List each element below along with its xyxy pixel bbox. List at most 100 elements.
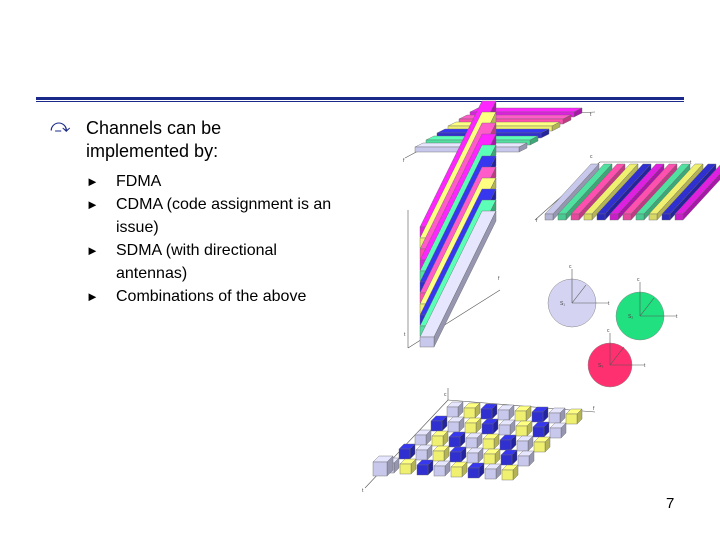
combo-cube bbox=[464, 417, 482, 434]
combo-cube bbox=[465, 432, 483, 449]
prism-front bbox=[419, 336, 435, 348]
tdma-bar-front bbox=[674, 213, 684, 221]
prism-front bbox=[372, 461, 388, 477]
sdma-circle-label: S₃ bbox=[598, 363, 603, 369]
sdma-label-c: c bbox=[569, 264, 572, 270]
prism-front bbox=[431, 435, 444, 447]
bullet-list: ►FDMA ►CDMA (code assignment is an issue… bbox=[86, 170, 346, 308]
prism-front bbox=[399, 463, 412, 475]
prism-front bbox=[517, 455, 530, 467]
combo-cube-origin bbox=[372, 455, 394, 477]
prism-front bbox=[532, 426, 545, 438]
prism-front bbox=[480, 408, 493, 420]
combo-cube bbox=[533, 436, 551, 453]
combo-cube bbox=[431, 430, 449, 447]
cdma-diagram: cft bbox=[404, 100, 501, 349]
combo-cube bbox=[514, 405, 532, 422]
header-rule-thick bbox=[36, 97, 684, 100]
combo-cube bbox=[532, 421, 550, 438]
sdma-label-t: t bbox=[676, 314, 678, 320]
prism-front bbox=[432, 450, 445, 462]
combo-cube bbox=[484, 463, 502, 480]
sdma-label-c: c bbox=[607, 328, 610, 334]
prism-front bbox=[481, 423, 494, 435]
prism-front bbox=[483, 453, 496, 465]
combo-cube bbox=[549, 422, 567, 439]
tdma-bar-front bbox=[648, 213, 658, 221]
combo-label-c: c bbox=[444, 392, 447, 398]
tdma-bar-front bbox=[622, 213, 632, 221]
combo-cube bbox=[450, 461, 468, 478]
combo-cube bbox=[449, 446, 467, 463]
combo-cube bbox=[501, 464, 519, 481]
combo-cube bbox=[467, 462, 485, 479]
tdma-diagram: c t f bbox=[534, 154, 720, 224]
tdma-bar-front bbox=[570, 213, 580, 221]
tdma-bar bbox=[635, 163, 691, 221]
page-number: 7 bbox=[666, 495, 675, 512]
tdma-bar bbox=[674, 164, 720, 221]
tdma-bar bbox=[570, 163, 626, 221]
combo-cube bbox=[415, 444, 433, 461]
combo-cube bbox=[446, 401, 464, 418]
prism-front bbox=[499, 439, 512, 451]
prism-front bbox=[515, 425, 528, 437]
combination-diagram: cft bbox=[362, 388, 596, 494]
prism-front bbox=[414, 434, 427, 446]
prism-front bbox=[467, 467, 480, 479]
prism-front bbox=[514, 410, 527, 422]
prism-front bbox=[463, 407, 476, 419]
list-item: ►SDMA (with directional antennas) bbox=[86, 239, 346, 285]
combo-cube bbox=[497, 404, 515, 421]
combo-label-f: f bbox=[593, 406, 595, 412]
combo-cube bbox=[548, 407, 566, 424]
combo-cube bbox=[482, 433, 500, 450]
combo-cube bbox=[515, 420, 533, 437]
combo-cube bbox=[416, 459, 434, 476]
combo-cube bbox=[466, 447, 484, 464]
combo-cube bbox=[447, 416, 465, 433]
cdma-label-t: t bbox=[404, 332, 406, 338]
prism-front bbox=[497, 409, 510, 421]
combo-cube bbox=[414, 429, 432, 446]
tdma-label-c: c bbox=[590, 154, 593, 160]
sdma-circle-label: S₁ bbox=[560, 301, 565, 307]
sdma-axis-diag bbox=[609, 346, 625, 366]
prism-front bbox=[446, 406, 459, 418]
tdma-bar bbox=[583, 163, 639, 221]
cdma-label-f: f bbox=[498, 276, 500, 282]
prism-front bbox=[500, 454, 513, 466]
fdma-label-t: t bbox=[590, 112, 592, 118]
tdma-bar-front bbox=[544, 213, 554, 221]
prism-front bbox=[450, 466, 463, 478]
fdma-diagram: ctf bbox=[403, 100, 596, 164]
tdma-bar-front bbox=[661, 213, 671, 221]
combo-cube bbox=[430, 415, 448, 432]
tdma-bar-front bbox=[557, 213, 567, 221]
prism-front bbox=[416, 464, 429, 476]
combo-cube bbox=[398, 443, 416, 460]
triangle-bullet-icon: ► bbox=[86, 243, 99, 258]
prism-front bbox=[464, 422, 477, 434]
tdma-label-t: t bbox=[690, 160, 692, 166]
prism-front bbox=[565, 413, 578, 425]
list-item: ►Combinations of the above bbox=[86, 285, 346, 308]
combo-cube bbox=[448, 431, 466, 448]
sdma-axis-diag bbox=[639, 297, 655, 317]
list-item: ►CDMA (code assignment is an issue) bbox=[86, 193, 346, 239]
combo-cube bbox=[565, 408, 583, 425]
tdma-bar bbox=[596, 163, 652, 221]
prism-top bbox=[447, 121, 561, 127]
triangle-bullet-icon: ► bbox=[86, 197, 99, 212]
sdma-label-t: t bbox=[608, 301, 610, 307]
prism-front bbox=[501, 469, 514, 481]
prism-front bbox=[548, 412, 561, 424]
prism-front bbox=[516, 440, 529, 452]
combo-cube bbox=[498, 419, 516, 436]
prism-front bbox=[466, 452, 479, 464]
prism-front bbox=[433, 465, 446, 477]
tdma-label-f: f bbox=[536, 218, 538, 224]
triangle-bullet-icon: ► bbox=[86, 289, 99, 304]
